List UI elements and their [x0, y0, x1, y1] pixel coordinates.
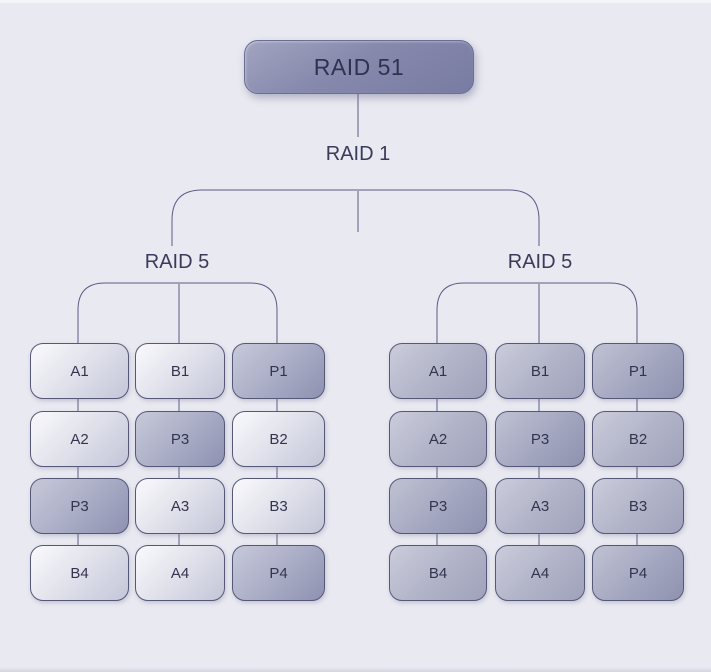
disk-block-right-c2-r2: P3: [495, 411, 585, 467]
raid51-node: RAID 51: [244, 40, 474, 94]
disk-block-left-c2-r2: P3: [135, 411, 225, 467]
disk-block-left-c1-r3: P3: [30, 478, 129, 534]
disk-block-left-c2-r3: A3: [135, 478, 225, 534]
disk-block-left-c1-r2: A2: [30, 411, 129, 467]
raid1-label: RAID 1: [325, 143, 391, 165]
disk-block-right-c1-r2: A2: [389, 411, 487, 467]
raid5-right-label: RAID 5: [507, 251, 573, 273]
wire-raid5-left-bracket: [77, 282, 278, 344]
disk-block-left-c2-r4: A4: [135, 545, 225, 601]
disk-block-right-c2-r4: A4: [495, 545, 585, 601]
disk-block-right-c3-r4: P4: [592, 545, 684, 601]
disk-block-right-c3-r2: B2: [592, 411, 684, 467]
disk-block-right-c1-r3: P3: [389, 478, 487, 534]
disk-block-right-c2-r1: B1: [495, 343, 585, 399]
disk-block-right-c3-r3: B3: [592, 478, 684, 534]
disk-block-right-c3-r1: P1: [592, 343, 684, 399]
disk-block-left-c3-r2: B2: [232, 411, 325, 467]
disk-block-right-c1-r4: B4: [389, 545, 487, 601]
wire-raid5-right-bracket: [436, 282, 638, 344]
disk-block-left-c3-r3: B3: [232, 478, 325, 534]
disk-block-left-c1-r1: A1: [30, 343, 129, 399]
disk-block-right-c1-r1: A1: [389, 343, 487, 399]
disk-block-right-c2-r3: A3: [495, 478, 585, 534]
disk-block-left-c3-r1: P1: [232, 343, 325, 399]
raid51-label: RAID 51: [313, 53, 405, 80]
disk-block-left-c3-r4: P4: [232, 545, 325, 601]
raid5-left-label: RAID 5: [144, 251, 210, 273]
disk-block-left-c2-r1: B1: [135, 343, 225, 399]
disk-block-left-c1-r4: B4: [30, 545, 129, 601]
wire-raid1-bracket: [171, 189, 540, 246]
